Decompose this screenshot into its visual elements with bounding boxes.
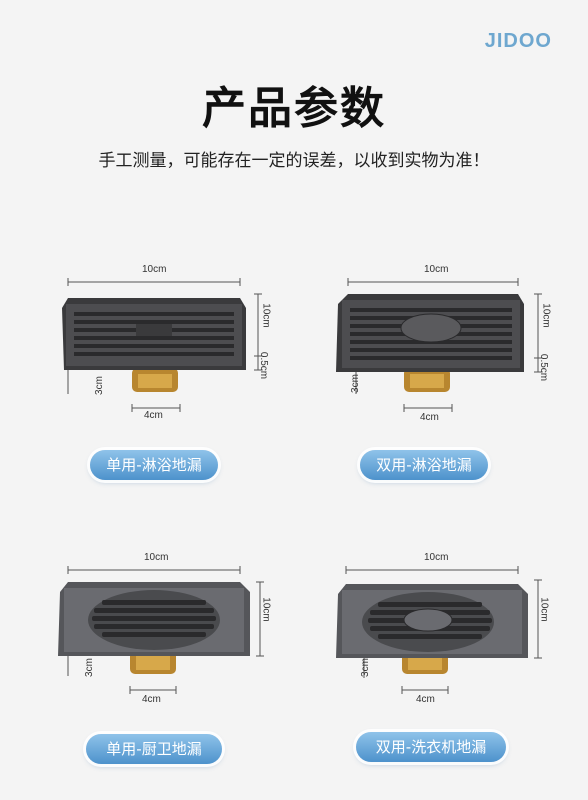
product-label-button[interactable]: 单用-淋浴地漏 (90, 450, 218, 480)
dim-pipe-depth: 3cm (359, 658, 371, 677)
dim-pipe-width: 4cm (142, 694, 161, 705)
dim-pipe-width: 4cm (416, 694, 435, 705)
dim-height: 10cm (540, 303, 552, 328)
drain-illustration (58, 566, 264, 694)
dim-pipe-depth: 3cm (349, 374, 361, 393)
dim-width: 10cm (424, 264, 449, 275)
product-label-button[interactable]: 双用-洗衣机地漏 (356, 732, 506, 762)
dim-height: 10cm (260, 597, 272, 622)
page-subtitle: 手工测量，可能存在一定的误差，以收到实物为准！ (98, 151, 490, 171)
dim-width: 10cm (424, 552, 449, 563)
product-kitchen-single: 10cm 10cm 3cm 4cm 单用-厨卫地漏 (40, 550, 334, 800)
dim-thickness: 0.5cm (538, 353, 550, 382)
dim-height: 10cm (538, 597, 550, 622)
drain-illustration (336, 278, 542, 412)
dim-pipe-width: 4cm (420, 412, 439, 423)
drain-illustration (62, 278, 262, 412)
product-shower-single: 10cm 10cm 0.5cm 3cm 4cm 单用-淋浴地漏 (40, 260, 334, 510)
dim-width: 10cm (142, 264, 167, 275)
dim-thickness: 0.5cm (258, 351, 270, 380)
dim-height: 10cm (260, 303, 272, 328)
product-washer-dual: 10cm 10cm 3cm 4cm 双用-洗衣机地漏 (318, 550, 588, 800)
page-title: 产品参数 (202, 83, 386, 134)
brand-logo: JIDOO (484, 30, 552, 52)
dim-pipe-width: 4cm (144, 410, 163, 421)
dim-pipe-depth: 3cm (93, 376, 105, 395)
product-label-button[interactable]: 双用-淋浴地漏 (360, 450, 488, 480)
drain-illustration (336, 566, 542, 694)
product-shower-dual: 10cm 10cm 0.5cm 3cm 4cm 双用-淋浴地漏 (318, 260, 588, 510)
dim-pipe-depth: 3cm (83, 658, 95, 677)
dim-width: 10cm (144, 552, 169, 563)
product-label-button[interactable]: 单用-厨卫地漏 (86, 734, 222, 764)
